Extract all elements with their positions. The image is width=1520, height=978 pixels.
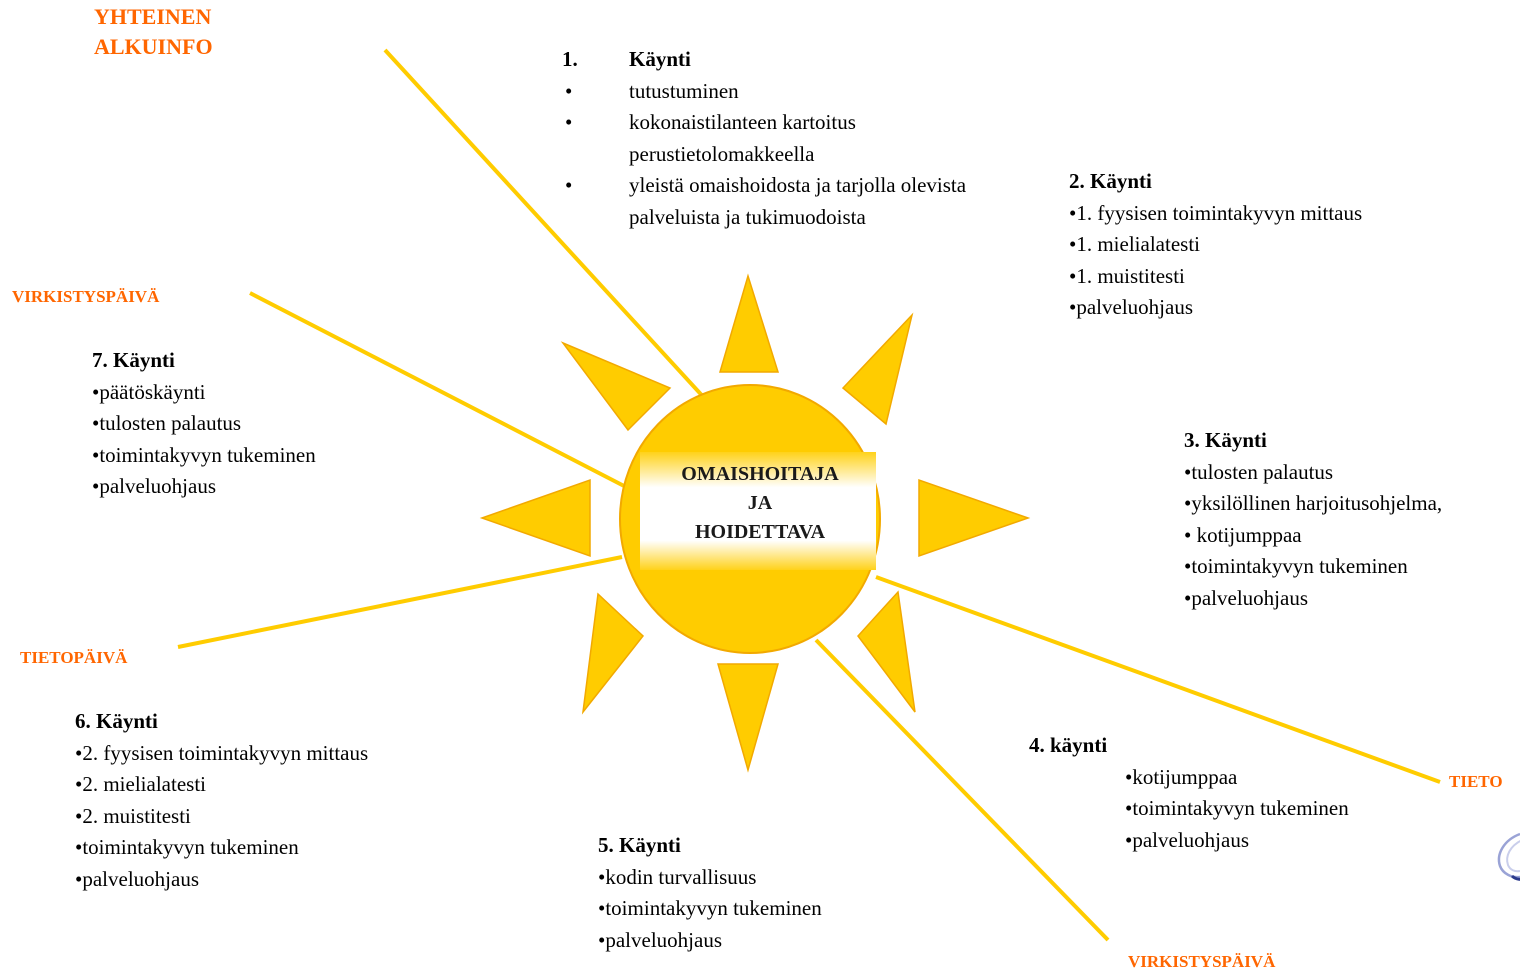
list-item: •yksilöllinen harjoitusohjelma, [1184,491,1443,515]
visit-1-item-text: kokonaistilanteen kartoitus perustietolo… [629,110,856,166]
bullet: • [565,110,573,134]
visit-2-list: •1. fyysisen toimintakyvyn mittaus •1. m… [1069,198,1362,324]
visit-3-list: •tulosten palautus •yksilöllinen harjoit… [1184,457,1442,615]
label-yhteinen: YHTEINEN [94,4,212,29]
ray-top [719,273,780,373]
list-item: •palveluohjaus [1069,295,1193,319]
center-line-3: HOIDETTAVA [694,521,826,543]
visit-1-title: 1. Käynti [562,44,1019,76]
list-item: •palveluohjaus [75,866,199,891]
visit-6-list: •2. fyysisen toimintakyvyn mittaus •2. m… [75,738,368,896]
list-item: •toimintakyvyn tukeminen [92,442,316,467]
center-line-2: JA [747,492,773,514]
center-line-1: OMAISHOITAJA [681,463,839,485]
list-item: •kotijumppaa [1125,764,1238,789]
list-item: • kotijumppaa [1184,522,1302,547]
connector-lines [177,48,1441,942]
list-item: •toimintakyvyn tukeminen [598,896,822,920]
sun-rays [479,273,1031,773]
line-virkistys-bottom [814,638,1110,942]
visit-1-item-text: yleistä omaishoidosta ja tarjolla olevis… [629,173,967,229]
ray-bottom-right [857,590,916,713]
list-item: •palveluohjaus [92,474,216,498]
bullet: • [565,78,573,103]
visit-5-list: •kodin turvallisuus •toimintakyvyn tukem… [598,862,822,957]
visit-3: 3. Käynti •tulosten palautus •yksilöllin… [1184,425,1442,614]
bullet: • [565,173,573,197]
list-item: •toimintakyvyn tukeminen [1125,796,1349,820]
label-alkuinfo: ALKUINFO [94,34,213,59]
center-label-box [640,452,876,570]
visit-1-number: 1. [562,47,578,71]
visit-2-title: 2. Käynti [1069,169,1152,193]
list-item: • kokonaistilanteen kartoitus perustietol… [562,107,949,170]
line-virkistys-left [249,291,627,489]
visit-6-title: 6. Käynti [75,709,158,733]
ray-bottom-left [581,592,645,715]
list-item: •palveluohjaus [1184,585,1308,610]
visit-7: 7. Käynti •päätöskäynti •tulosten palaut… [92,345,316,503]
ray-top-right [841,312,914,426]
label-tietopaiva-left: TIETOPÄIVÄ [20,648,128,667]
visit-1-heading: Käynti [629,47,691,71]
list-item: •päätöskäynti [92,379,206,404]
visit-7-title: 7. Käynti [92,348,175,372]
visit-6: 6. Käynti •2. fyysisen toimintakyvyn mit… [75,706,368,895]
list-item: •toimintakyvyn tukeminen [75,835,299,859]
list-item: • yleistä omaishoidosta ja tarjolla olevi… [562,170,989,233]
list-item: •1. mielialatesti [1069,232,1200,256]
list-item: •palveluohjaus [1125,827,1249,852]
label-tieto-right: TIETO [1449,772,1503,791]
visit-5-title: 5. Käynti [598,833,681,857]
label-yhteinen-alkuinfo: YHTEINEN ALKUINFO [94,2,213,62]
label-virkistyspaiva-left: VIRKISTYSPÄIVÄ [12,287,160,306]
ray-bottom [717,663,779,773]
visit-1-item-text: tutustuminen [629,78,739,103]
list-item: •1. fyysisen toimintakyvyn mittaus [1069,200,1363,225]
list-item: •2. mielialatesti [75,772,206,796]
line-tieto-right [875,575,1441,784]
line-tietopaiva-left [177,555,623,649]
visit-4-title: 4. käynti [1029,733,1108,757]
list-item: •tulosten palautus [1184,459,1334,484]
list-item: •2. fyysisen toimintakyvyn mittaus [75,740,369,765]
visit-7-list: •päätöskäynti •tulosten palautus •toimin… [92,377,316,503]
list-item: •2. muistitesti [75,803,191,828]
visit-4-list: •kotijumppaa •toimintakyvyn tukeminen •p… [1029,762,1349,857]
ray-top-left [560,341,672,432]
list-item: •1. muistitesti [1069,263,1185,288]
visit-1: 1. Käynti • tutustuminen • kokonaistilantee… [562,44,1019,233]
clipart-swirl-icon [1497,832,1520,881]
list-item: •kodin turvallisuus [598,864,757,889]
center-label: OMAISHOITAJA JA HOIDETTAVA [640,460,880,547]
ray-right [918,478,1031,558]
visit-2: 2. Käynti •1. fyysisen toimintakyvyn mit… [1069,166,1362,324]
list-item: •tulosten palautus [92,411,242,435]
visit-5: 5. Käynti •kodin turvallisuus •toimintak… [598,830,822,956]
ray-left [479,478,591,558]
line-alkuinfo [383,48,710,404]
list-item: • tutustuminen [562,76,1019,108]
visit-4: 4. käynti •kotijumppaa •toimintakyvyn tu… [1029,730,1349,856]
visit-3-title: 3. Käynti [1184,428,1267,452]
list-item: •toimintakyvyn tukeminen [1184,554,1408,578]
visit-1-list: • tutustuminen • kokonaistilanteen kartoit… [562,76,1019,234]
list-item: •palveluohjaus [598,927,722,952]
label-virkistyspaiva-bottom: VIRKISTYSPÄIVÄ [1128,952,1276,971]
